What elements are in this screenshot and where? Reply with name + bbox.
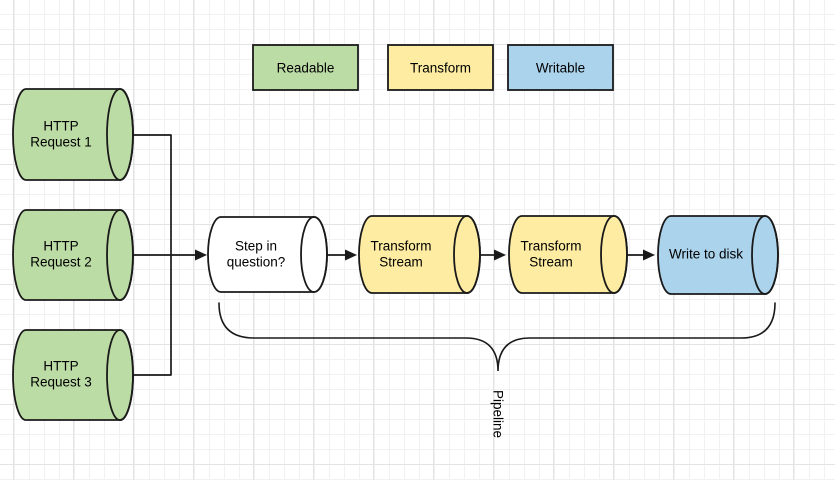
pipeline-annotation: Pipeline [218,302,776,438]
node-label-line2: Request 2 [30,255,92,270]
node-http-request-1: HTTP Request 1 [12,88,134,181]
legend-label-transform: Transform [410,61,471,76]
cylinder-face [600,215,628,294]
pipeline-label: Pipeline [491,390,506,438]
legend: Readable Transform Writable [252,44,614,91]
node-label-line1: Transform [520,239,581,254]
node-transform-stream-2: Transform Stream [508,215,628,294]
cylinder-face [106,88,134,181]
cylinder-face [751,215,779,295]
node-http-request-2: HTTP Request 2 [12,209,134,301]
curly-brace [218,302,776,372]
legend-item-writable: Writable [507,44,614,91]
node-http-request-3: HTTP Request 3 [12,329,134,421]
node-step-in-question: Step in question? [207,216,328,293]
node-transform-stream-1: Transform Stream [358,215,481,294]
node-label-line1: HTTP [43,239,78,254]
arrowhead-into-write-icon [643,249,655,261]
node-write-to-disk: Write to disk [657,215,779,295]
node-label-line1: Write to disk [669,247,743,262]
legend-swatch-writable [507,44,614,91]
node-label-line1: Step in [235,239,277,254]
legend-label-writable: Writable [536,61,585,76]
legend-item-readable: Readable [252,44,359,91]
arrowhead-into-transform2-icon [494,249,506,261]
node-label-line1: HTTP [43,119,78,134]
node-label-line2: Stream [379,255,423,270]
node-label-line1: HTTP [43,359,78,374]
node-label-line2: Stream [529,255,573,270]
cylinder-face [106,329,134,421]
arrowhead-into-step-icon [195,249,207,261]
node-label-line2: question? [227,255,286,270]
node-label-line1: Transform [370,239,431,254]
cylinder-face [300,216,328,293]
arrowhead-into-transform1-icon [345,249,357,261]
legend-swatch-transform [387,44,494,91]
cylinder-face [106,209,134,301]
node-label-line2: Request 3 [30,375,92,390]
legend-label-readable: Readable [277,61,335,76]
legend-swatch-readable [252,44,359,91]
connectors [133,134,655,376]
cylinder-face [453,215,481,294]
node-label-line2: Request 1 [30,135,92,150]
legend-item-transform: Transform [387,44,494,91]
